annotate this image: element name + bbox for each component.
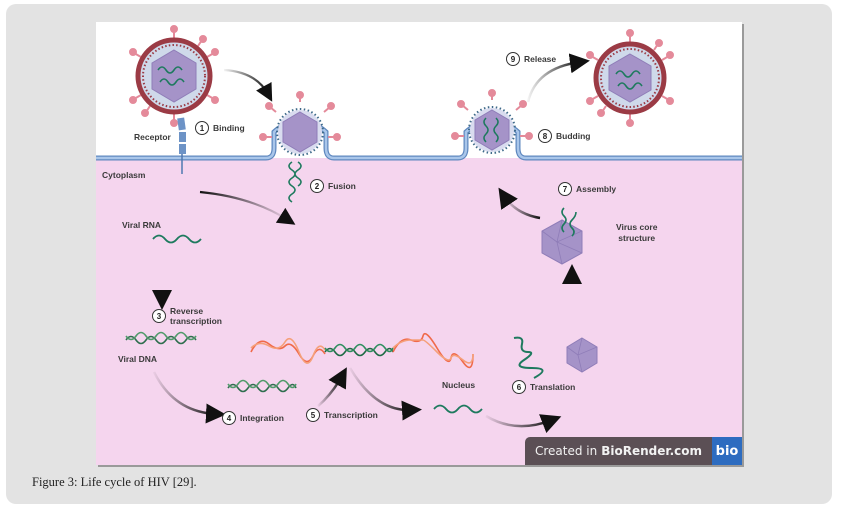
hiv-virion-fusing (259, 91, 341, 156)
host-dna-with-provirus (250, 332, 474, 369)
hiv-virion-free (129, 25, 219, 127)
step-label: Binding (213, 123, 245, 133)
arrow-integration-to-host (317, 367, 347, 407)
step-number: 1 (195, 121, 209, 135)
label-cytoplasm: Cytoplasm (102, 170, 146, 180)
step-label: Assembly (576, 184, 617, 194)
biorender-logo-icon: bio (712, 437, 742, 465)
translated-capsid (566, 337, 598, 373)
arrow-assembly (498, 187, 541, 220)
hiv-virion-budding (451, 89, 533, 154)
rna-fusion (288, 161, 302, 203)
step-number: 6 (512, 380, 526, 394)
label-receptor: Receptor (134, 132, 171, 142)
step-label-line2: transcription (170, 316, 222, 326)
mrna-strand (433, 404, 483, 414)
watermark-text: Created in BioRender.com (524, 437, 712, 465)
step-assembly: 7 Assembly (558, 182, 616, 196)
label-viral-dna: Viral DNA (118, 354, 158, 364)
step-label: Integration (240, 413, 284, 423)
step-reverse-transcription: 3 Reverse transcription (152, 306, 222, 326)
step-label: Transcription (324, 410, 378, 420)
viral-rna-strand (152, 234, 202, 244)
step-label: Reverse transcription (170, 306, 222, 326)
translated-rna (513, 336, 544, 379)
integration-dna-helix (227, 379, 297, 393)
step-number: 8 (538, 129, 552, 143)
figure-caption: Figure 3: Life cycle of HIV [29]. (32, 475, 197, 489)
step-label: Fusion (328, 181, 356, 191)
step-number: 2 (310, 179, 324, 193)
hiv-virion-released (586, 29, 674, 127)
virus-core-structure (541, 207, 583, 265)
step-label: Budding (556, 131, 591, 141)
watermark-brand: BioRender.com (601, 444, 702, 458)
watermark-prefix: Created in (534, 444, 598, 458)
biorender-watermark[interactable]: Created in BioRender.com bio (524, 437, 742, 465)
step-number: 9 (506, 52, 520, 66)
step-integration: 4 Integration (222, 411, 284, 425)
receptor-protein (177, 117, 186, 174)
hiv-lifecycle-figure: Receptor Cytoplasm Viral RNA Viral DNA N… (96, 22, 742, 465)
label-virus-core-structure: Virus core structure (616, 222, 657, 244)
arrow-release (526, 53, 590, 103)
label-nucleus: Nucleus (442, 380, 476, 390)
arrow-fusion (199, 190, 296, 225)
step-label: Release (524, 54, 557, 64)
step-number: 7 (558, 182, 572, 196)
step-number: 4 (222, 411, 236, 425)
step-fusion: 2 Fusion (310, 179, 356, 193)
step-label: Translation (530, 382, 576, 392)
step-translation: 6 Translation (512, 380, 575, 394)
arrow-translation (485, 414, 562, 433)
step-label-line1: Reverse (170, 306, 204, 316)
virus-core-line2: structure (618, 233, 656, 243)
step-number: 3 (152, 309, 166, 323)
viral-dna-helix (125, 331, 197, 345)
step-budding: 8 Budding (538, 129, 590, 143)
virus-core-line1: Virus core (616, 222, 658, 232)
cell-membrane (96, 119, 742, 161)
step-number: 5 (306, 408, 320, 422)
arrow-transcription (348, 367, 422, 421)
arrow-dna-to-integration (152, 371, 226, 424)
arrow-entry (223, 68, 273, 102)
step-release: 9 Release (506, 52, 556, 66)
label-viral-rna: Viral RNA (122, 220, 162, 230)
step-transcription: 5 Transcription (306, 408, 378, 422)
diagram-canvas (96, 25, 742, 465)
step-binding: 1 Binding (195, 121, 245, 135)
